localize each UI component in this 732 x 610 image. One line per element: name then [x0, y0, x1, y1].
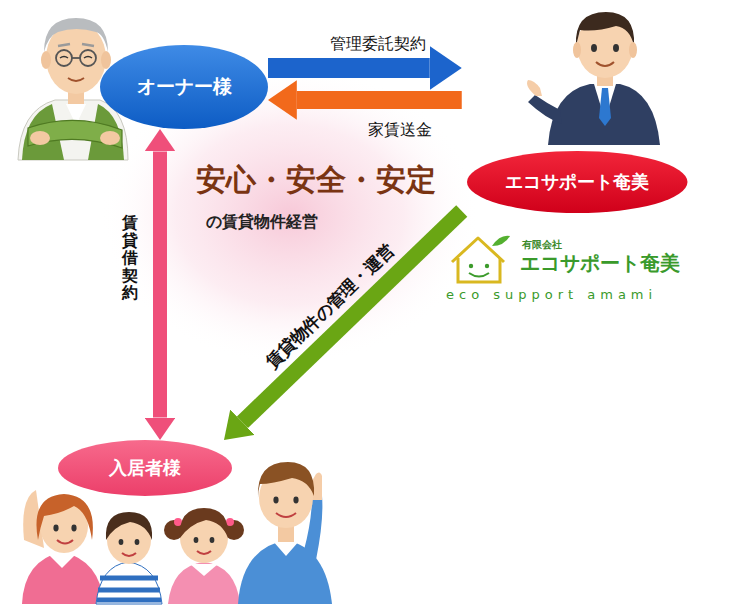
- tenant-ellipse: 入居者様: [58, 440, 232, 496]
- arrow-connector: [297, 91, 462, 109]
- text-area: 入居者様: [58, 440, 232, 496]
- edge-label: 賃貸借契約: [122, 214, 138, 302]
- edge-label: 家賃送金: [368, 120, 432, 141]
- logo-tagline: eco support amami: [446, 287, 657, 302]
- ellipse-fill: [100, 45, 268, 129]
- logo-name: エコサポート奄美: [520, 250, 680, 277]
- logo-company-type: 有限会社: [522, 238, 562, 252]
- edge-label: 管理委託契約: [330, 34, 426, 55]
- slogan-heading: 安心・安全・安定: [196, 160, 436, 201]
- text-area: エコサポート奄美: [467, 151, 687, 213]
- node-label: エコサポート奄美: [505, 170, 649, 194]
- node-label: オーナー様: [137, 74, 232, 100]
- edge-label: 賃貸物件の管理・運営: [261, 239, 399, 373]
- staff-figure: [527, 12, 660, 145]
- logo-house: [452, 236, 510, 282]
- ellipse-fill: [467, 151, 687, 213]
- company-ellipse: エコサポート奄美: [462, 5, 692, 215]
- arrow-connector: [242, 211, 461, 422]
- arrow-connector: [268, 58, 430, 78]
- arrow-connector: [153, 151, 167, 417]
- text-area: オーナー様: [100, 45, 268, 129]
- owner-ellipse: オーナー様: [100, 45, 268, 129]
- node-label: 入居者様: [109, 456, 181, 480]
- ellipse-fill: [58, 440, 232, 496]
- slogan-sub: の賃貸物件経営: [206, 212, 318, 233]
